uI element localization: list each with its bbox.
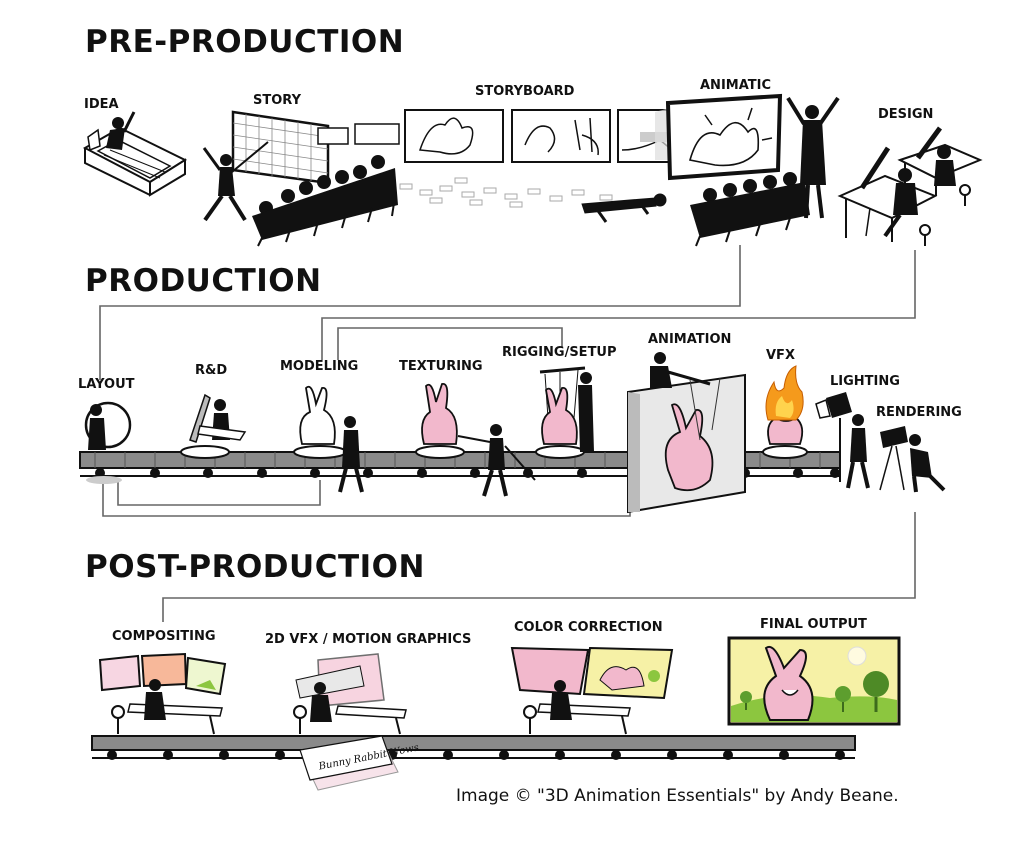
rigging-bunny-illustration [535,366,594,459]
color-correction-station-illustration [510,646,674,735]
stage-label-story: STORY [253,93,301,108]
design-desks-illustration [837,126,983,246]
stage-label-final-output: FINAL OUTPUT [760,617,867,632]
story-audience-illustration [252,155,398,247]
stage-label-rnd: R&D [195,363,228,378]
story-board-illustration [202,110,400,222]
storyboard-panels [404,108,677,163]
texturing-bunny-illustration [415,383,536,497]
stage-label-vfx: VFX [766,348,795,363]
final-output-frame-illustration [727,636,901,726]
animatic-screen-illustration [665,93,840,219]
stage-label-animatic: ANIMATIC [700,78,772,93]
stage-label-modeling: MODELING [280,359,359,374]
stage-label-design: DESIGN [878,107,934,122]
motion-graphics-station-illustration [293,653,407,791]
animatic-audience-illustration [690,172,810,247]
layout-figure-illustration [84,401,132,484]
stage-label-lighting: LIGHTING [830,374,900,389]
lighting-figure-illustration [815,392,870,489]
stage-label-layout: LAYOUT [78,377,135,392]
lying-figure-illustration [581,193,667,223]
rnd-figure-illustration [180,393,247,459]
stage-label-rendering: RENDERING [876,405,962,420]
animation-panel-illustration [627,352,746,514]
idea-bed-illustration [82,111,188,197]
vfx-fire-illustration [762,365,808,459]
image-credit: Image © "3D Animation Essentials" by And… [456,786,899,806]
section-title-production: PRODUCTION [85,263,322,299]
stage-label-storyboard: STORYBOARD [475,84,575,99]
post-production-conveyor-belt [91,735,856,760]
stage-label-texturing: TEXTURING [399,359,483,374]
stage-label-idea: IDEA [84,97,119,112]
stage-label-animation: ANIMATION [648,332,732,347]
rendering-camera-illustration [879,426,946,493]
scattered-cards [399,177,613,208]
stage-label-rigging: RIGGING/SETUP [502,345,617,360]
stage-label-motion-graphics: 2D VFX / MOTION GRAPHICS [265,632,472,647]
stage-label-color-correction: COLOR CORRECTION [514,620,663,635]
section-title-post-production: POST-PRODUCTION [85,549,425,585]
compositing-station-illustration [98,652,227,735]
stage-label-compositing: COMPOSITING [112,629,216,644]
section-title-pre-production: PRE-PRODUCTION [85,24,405,60]
modeling-bunny-illustration [293,385,364,493]
